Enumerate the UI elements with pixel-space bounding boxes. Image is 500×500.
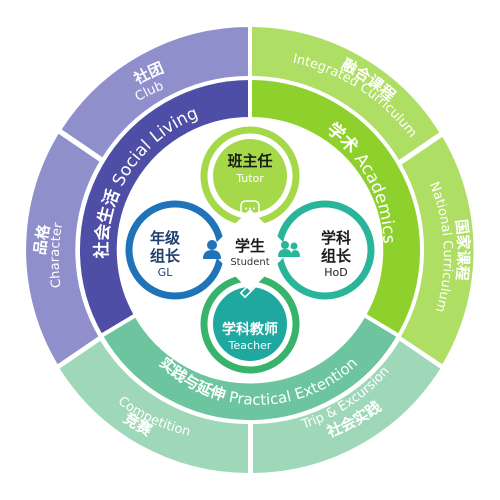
tutor-circle-fill <box>213 139 287 213</box>
teacher-label-en: Teacher <box>228 339 272 352</box>
group-icon <box>278 241 300 257</box>
ring-practical-extention <box>98 312 402 424</box>
hod-label-cn1: 学科 <box>321 229 351 247</box>
character-label-cn: 品格 <box>31 222 54 256</box>
pencil-icon <box>239 279 259 299</box>
character-label-en: Character <box>48 221 67 289</box>
gl-label-en: GL <box>158 266 174 279</box>
student-label-cn: 学生 <box>235 237 265 255</box>
hod-label-cn2: 组长 <box>321 247 352 265</box>
person-icon <box>203 240 221 259</box>
core-cluster: 班主任 Tutor 年级 组长 GL 学科 组长 HoD 学科教师 Teache… <box>125 126 375 374</box>
tutor-label-en: Tutor <box>235 172 264 185</box>
student-label-en: Student <box>230 257 269 268</box>
hod-circle-fill <box>288 213 362 287</box>
teacher-label-cn: 学科教师 <box>222 321 278 338</box>
hod-label-en: HoD <box>324 266 347 279</box>
tutor-label-cn: 班主任 <box>227 152 272 170</box>
gl-label-cn1: 年级 <box>150 229 181 247</box>
middle-ring <box>75 75 425 424</box>
center-diamond <box>209 209 291 291</box>
gl-circle-fill <box>138 213 212 287</box>
teacher-circle-fill <box>213 287 287 361</box>
chat-bubble-icon <box>240 200 260 223</box>
gl-label-cn2: 组长 <box>150 247 181 265</box>
